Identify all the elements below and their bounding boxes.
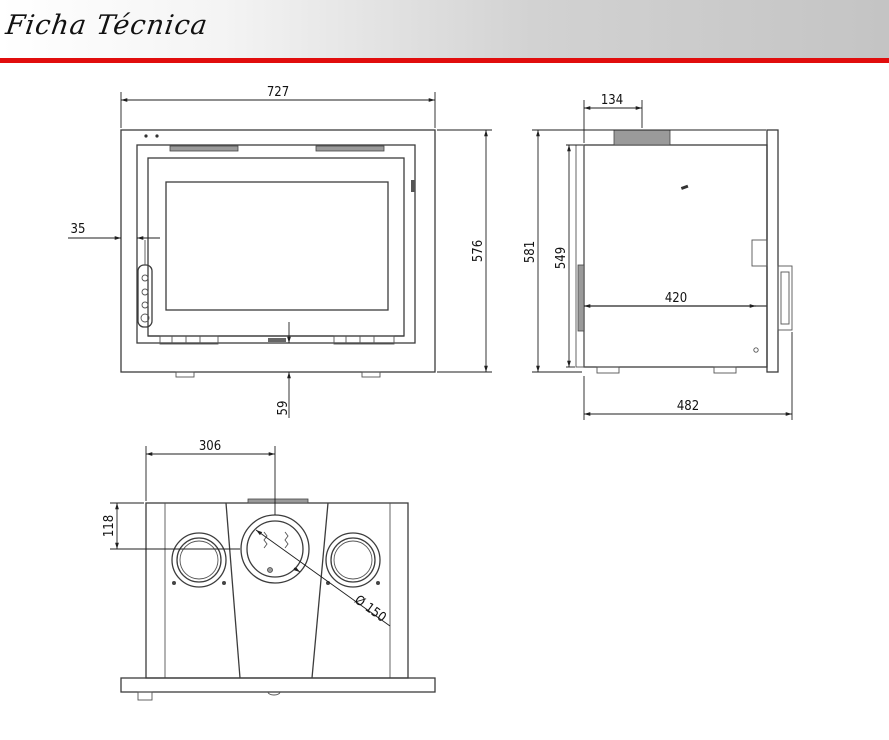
dim-top-collar: 134 bbox=[601, 93, 623, 108]
dim-front-width: 727 bbox=[267, 85, 289, 100]
side-view bbox=[575, 129, 793, 374]
dim-bottom-offset: 59 bbox=[276, 401, 291, 416]
front-dimensions: 727 576 35 59 bbox=[68, 85, 492, 418]
dim-body-height: 549 bbox=[554, 247, 569, 269]
front-view bbox=[120, 129, 436, 378]
dim-flue-diameter: Ø 150 bbox=[351, 593, 388, 626]
dim-inner-depth: 420 bbox=[665, 291, 687, 306]
header-accent-bar bbox=[0, 58, 889, 63]
dim-flue-offset-x: 306 bbox=[199, 439, 221, 454]
dim-total-height: 581 bbox=[523, 241, 538, 263]
top-view bbox=[120, 498, 436, 701]
dim-front-height: 576 bbox=[471, 240, 486, 262]
dim-flue-offset-y: 118 bbox=[102, 515, 117, 537]
dim-total-depth: 482 bbox=[677, 399, 699, 414]
side-dimensions: 134 581 549 420 482 bbox=[523, 93, 793, 420]
header-banner: Ficha Técnica bbox=[0, 0, 889, 58]
dim-side-offset: 35 bbox=[71, 222, 86, 237]
